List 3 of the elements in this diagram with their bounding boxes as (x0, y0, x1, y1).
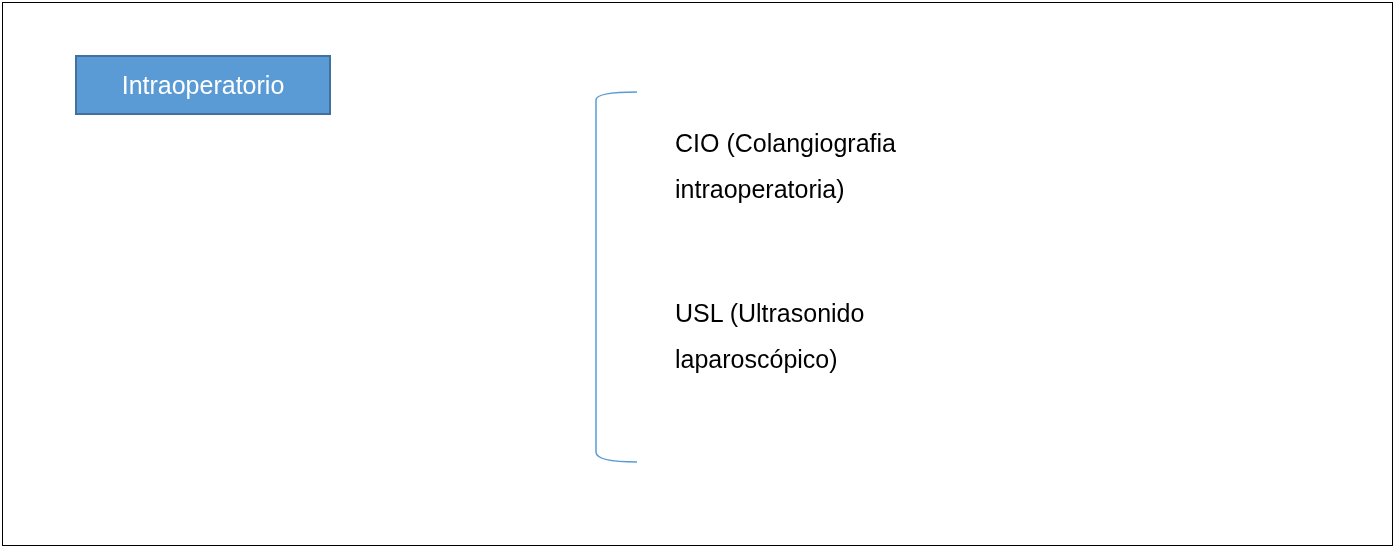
list-item-text: USL (Ultrasonido laparoscópico) (675, 298, 866, 375)
list-item-text: CIO (Colangiografia intraoperatoria) (675, 128, 897, 205)
process-box: Intraoperatorio (75, 55, 331, 115)
